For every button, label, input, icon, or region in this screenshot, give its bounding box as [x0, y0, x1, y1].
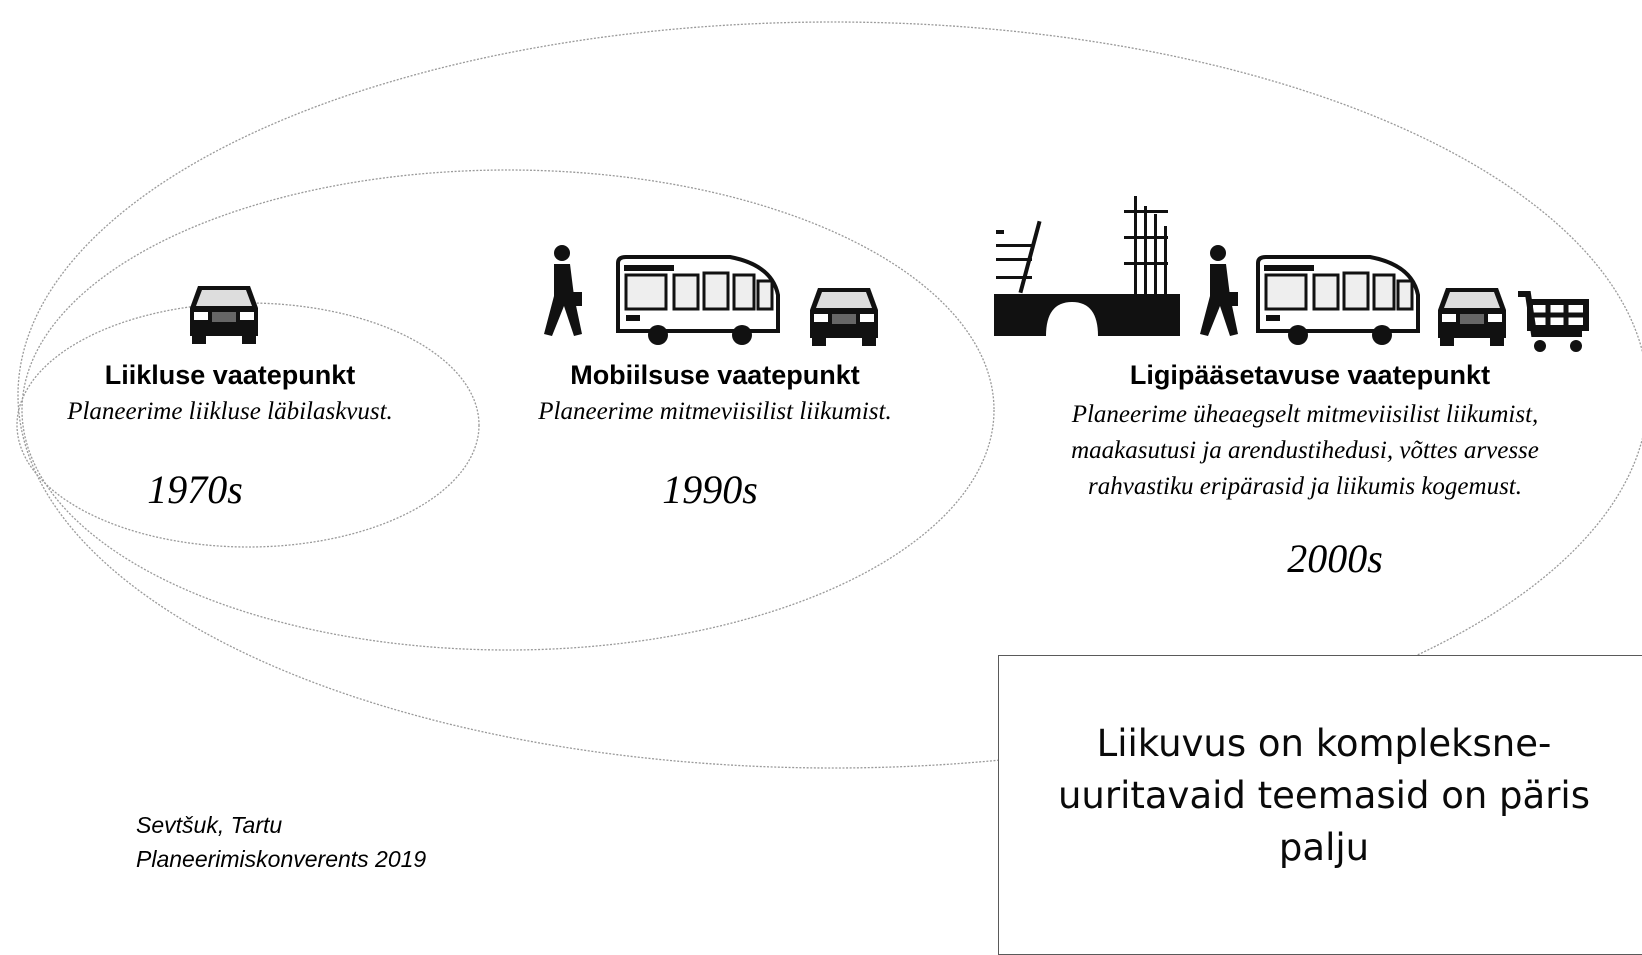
callout-text: Liikuvus on kompleksne- uuritavaid teema…: [999, 718, 1642, 874]
perspective-title-2000s: Ligipääsetavuse vaatepunkt: [1129, 360, 1491, 390]
perspective-description-1990s: Planeerime mitmeviisilist liikumist.: [538, 398, 892, 425]
description-line: maakasutusi ja arendustihedusi, võttes a…: [1071, 437, 1539, 464]
ellipse-2000s: [17, 21, 1642, 769]
description-line: Planeerime üheaegselt mitmeviisilist lii…: [1071, 401, 1539, 428]
bus-icon: [616, 255, 780, 345]
car-icon: [1438, 288, 1506, 346]
city-skyline-icon: [994, 196, 1180, 336]
description-line: rahvastiku eripärasid ja liikumis kogemu…: [1088, 473, 1522, 500]
bus-icon: [1256, 255, 1420, 345]
citation: Sevtšuk, Tartu Planeerimiskonverents 201…: [136, 808, 426, 876]
car-icon: [190, 286, 258, 344]
perspective-description-2000s: Planeerime üheaegselt mitmeviisilist lii…: [1005, 397, 1605, 505]
pedestrian-icon: [1200, 245, 1238, 336]
perspective-year-2000s: 2000s: [1287, 536, 1383, 581]
shopping-cart-icon: [1518, 291, 1589, 352]
perspective-description-1970s: Planeerime liikluse läbilaskvust.: [67, 398, 393, 425]
callout-line: uuritavaid teemasid on päris: [1057, 774, 1590, 817]
car-icon: [810, 288, 878, 346]
perspective-title-1990s: Mobiilsuse vaatepunkt: [570, 360, 860, 390]
perspective-year-1970s: 1970s: [147, 467, 243, 512]
citation-line: Planeerimiskonverents 2019: [136, 846, 427, 872]
callout-box: Liikuvus on kompleksne- uuritavaid teema…: [998, 655, 1642, 955]
callout-line: Liikuvus on kompleksne-: [1096, 722, 1552, 765]
perspective-year-1990s: 1990s: [662, 467, 758, 512]
callout-line: palju: [1278, 826, 1370, 869]
citation-line: Sevtšuk, Tartu: [136, 812, 283, 838]
ellipse-1990s: [21, 169, 995, 651]
perspective-title-1970s: Liikluse vaatepunkt: [104, 360, 356, 390]
pedestrian-icon: [544, 245, 582, 336]
